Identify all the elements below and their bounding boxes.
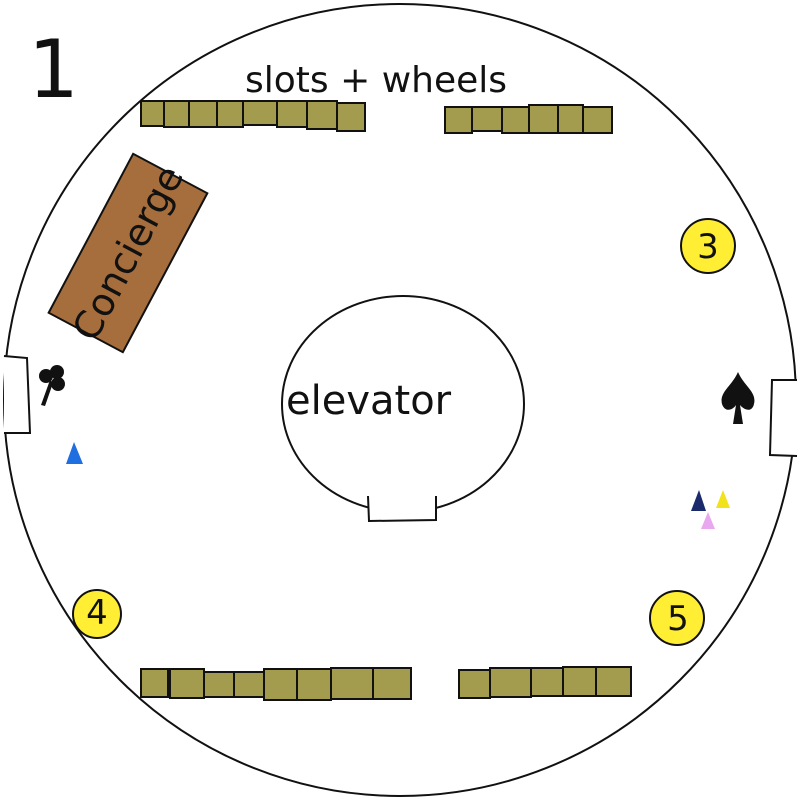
door-right[interactable] (768, 379, 798, 457)
player-piece-blue[interactable] (66, 442, 83, 464)
slot-row-top-right (444, 104, 613, 134)
slot-machine[interactable] (203, 671, 235, 698)
marker-5[interactable]: 5 (649, 590, 705, 646)
slot-machine[interactable] (296, 668, 332, 701)
slot-machine[interactable] (188, 100, 218, 128)
slot-machine[interactable] (263, 668, 298, 701)
slot-machine[interactable] (330, 667, 374, 700)
slot-machine[interactable] (582, 106, 613, 134)
slot-machine[interactable] (458, 669, 491, 699)
slot-row-top-left (140, 100, 366, 132)
slot-machine[interactable] (444, 106, 473, 134)
slot-machine[interactable] (140, 100, 165, 127)
slot-machine[interactable] (489, 667, 532, 698)
slot-machine[interactable] (336, 102, 366, 132)
slot-machine[interactable] (372, 667, 412, 700)
area-title: slots + wheels (245, 60, 507, 101)
slot-row-bottom-left (140, 667, 412, 701)
slot-machine[interactable] (140, 668, 169, 698)
slot-machine[interactable] (595, 666, 632, 697)
slot-machine[interactable] (163, 100, 190, 128)
player-piece-pink[interactable] (701, 512, 715, 529)
marker-4-label: 4 (86, 593, 108, 633)
slot-machine[interactable] (276, 100, 308, 128)
slot-machine[interactable] (233, 671, 265, 698)
slot-machine[interactable] (557, 104, 584, 134)
slot-machine[interactable] (169, 668, 205, 699)
marker-5-label: 5 (667, 599, 689, 639)
marker-3-label: 3 (697, 227, 719, 267)
slot-machine[interactable] (501, 106, 530, 134)
spade-icon (721, 372, 755, 424)
floor-number: 1 (28, 23, 79, 116)
elevator-door[interactable] (367, 495, 437, 523)
slot-machine[interactable] (530, 667, 564, 697)
slot-machine[interactable] (216, 100, 244, 128)
player-piece-navy[interactable] (691, 490, 706, 511)
door-left[interactable] (3, 355, 32, 434)
slot-machine[interactable] (562, 666, 597, 697)
slot-machine[interactable] (242, 100, 278, 126)
slot-machine[interactable] (528, 104, 559, 134)
slot-row-bottom-right (458, 666, 632, 699)
slot-machine[interactable] (306, 100, 338, 130)
elevator-label: elevator (286, 378, 452, 424)
marker-4[interactable]: 4 (72, 589, 122, 639)
slot-machine[interactable] (471, 106, 503, 132)
club-icon (39, 365, 65, 406)
player-piece-yellow[interactable] (716, 490, 730, 508)
marker-3[interactable]: 3 (680, 218, 736, 274)
